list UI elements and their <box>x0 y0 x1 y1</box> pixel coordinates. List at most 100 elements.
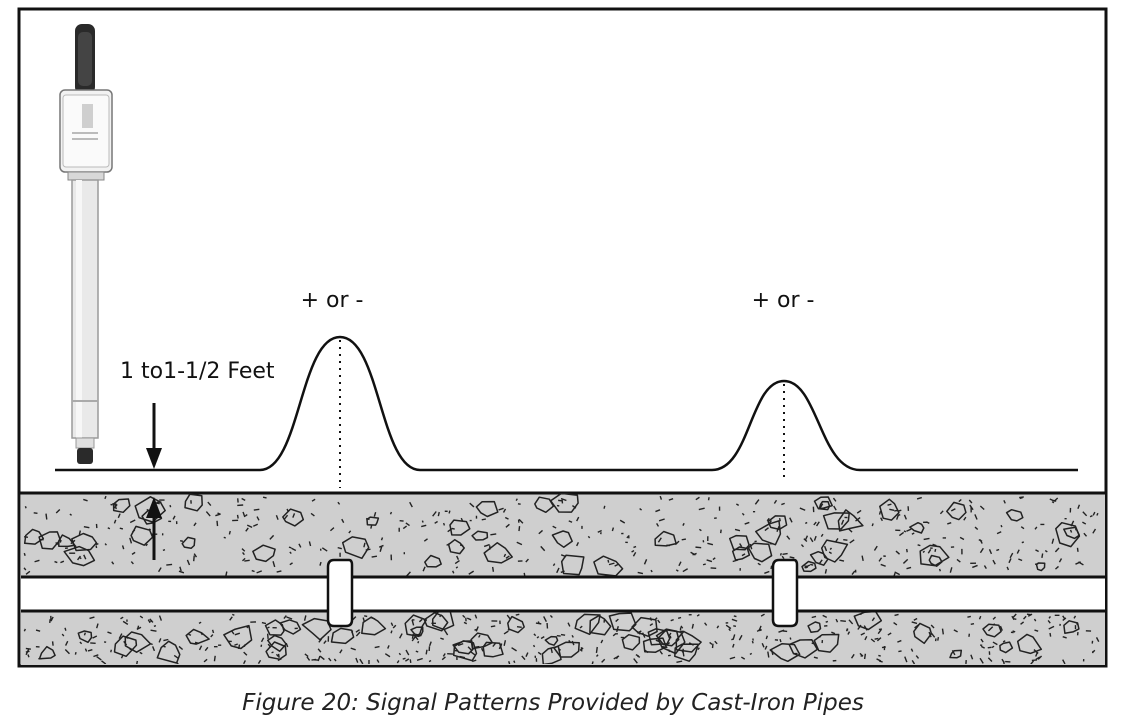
soil-speck <box>1077 504 1081 509</box>
soil-speck <box>402 525 408 530</box>
soil-speck <box>503 630 509 635</box>
soil-speck <box>1009 552 1014 559</box>
soil-speck <box>760 613 765 617</box>
soil-speck <box>291 547 297 552</box>
soil-speck <box>560 497 567 502</box>
soil-pebble <box>788 638 819 659</box>
soil-pebble <box>755 520 782 546</box>
soil-speck <box>25 570 31 575</box>
soil-speck <box>549 614 553 619</box>
soil-speck <box>380 537 384 541</box>
soil-speck <box>840 619 846 623</box>
soil-speck <box>441 656 446 661</box>
soil-speck <box>637 655 641 658</box>
soil-speck <box>329 527 335 532</box>
soil-speck <box>733 625 737 627</box>
soil-speck <box>761 642 765 648</box>
soil-speck <box>1089 514 1093 518</box>
soil-speck <box>845 628 849 632</box>
soil-pebble <box>818 500 831 511</box>
soil-speck <box>246 524 253 529</box>
soil-speck <box>234 632 241 636</box>
soil-speck <box>540 636 545 640</box>
soil-speck <box>456 555 460 560</box>
soil-speck <box>437 511 440 517</box>
soil-speck <box>729 656 736 660</box>
soil-pebble <box>112 498 131 514</box>
soil-speck <box>1082 521 1087 525</box>
soil-speck <box>129 537 133 544</box>
soil-speck <box>289 551 292 555</box>
soil-pebble <box>879 498 900 521</box>
soil-speck <box>466 617 472 621</box>
soil-speck <box>384 653 391 658</box>
soil-speck <box>363 542 366 548</box>
soil-speck <box>607 559 610 563</box>
soil-pebble <box>809 550 829 566</box>
soil-speck <box>835 618 839 623</box>
soil-speck <box>359 658 364 664</box>
soil-speck <box>749 652 753 656</box>
soil-speck <box>149 618 154 623</box>
soil-pebble <box>807 621 822 633</box>
soil-speck <box>612 632 617 637</box>
soil-speck <box>613 655 620 660</box>
soil-speck <box>51 641 54 646</box>
soil-speck <box>878 654 881 657</box>
soil-speck <box>1037 655 1043 660</box>
soil-speck <box>996 531 1002 535</box>
soil-speck <box>241 497 246 502</box>
soil-speck <box>25 650 30 653</box>
soil-speck <box>820 533 824 538</box>
soil-speck <box>462 614 466 619</box>
soil-speck <box>406 571 411 577</box>
soil-pebble <box>928 554 943 567</box>
soil-speck <box>251 569 255 573</box>
soil-speck <box>504 516 509 520</box>
soil-speck <box>832 497 837 502</box>
soil-speck <box>680 625 684 629</box>
soil-pebble <box>1063 526 1081 540</box>
soil-speck <box>650 569 653 573</box>
soil-speck <box>92 635 98 639</box>
soil-speck <box>980 645 985 649</box>
soil-speck <box>1048 625 1055 630</box>
soil-speck <box>840 519 845 525</box>
soil-speck <box>1030 660 1035 664</box>
soil-pebble <box>361 616 387 636</box>
soil-speck <box>387 645 390 649</box>
soil-speck <box>422 566 426 572</box>
soil-speck <box>614 563 619 567</box>
pipe-joint-right <box>771 558 799 628</box>
soil-speck <box>525 558 529 563</box>
soil-speck <box>390 630 393 634</box>
soil-speck <box>364 615 368 618</box>
soil-speck <box>1033 618 1037 622</box>
soil-speck <box>371 555 378 558</box>
soil-speck <box>905 548 908 553</box>
soil-speck <box>992 559 996 565</box>
soil-speck <box>211 629 215 634</box>
soil-speck <box>243 651 248 656</box>
soil-speck <box>289 562 293 566</box>
soil-speck <box>213 655 216 662</box>
soil-speck <box>911 660 916 664</box>
soil-speck <box>121 545 125 550</box>
soil-speck <box>782 552 788 555</box>
soil-speck <box>764 570 770 574</box>
soil-speck <box>896 514 900 520</box>
soil-speck <box>411 636 417 642</box>
cast-iron-pipe <box>21 558 1105 628</box>
soil-speck <box>516 541 523 546</box>
soil-pebble <box>837 509 864 532</box>
soil-speck <box>111 561 115 565</box>
soil-pebble <box>507 615 525 634</box>
down-arrow-icon <box>146 403 162 469</box>
soil-pebble <box>1063 620 1080 635</box>
soil-speck <box>304 653 309 658</box>
soil-speck <box>130 561 134 565</box>
soil-speck <box>432 511 437 517</box>
soil-speck <box>442 522 446 526</box>
soil-speck <box>256 516 260 521</box>
soil-speck <box>277 653 280 658</box>
